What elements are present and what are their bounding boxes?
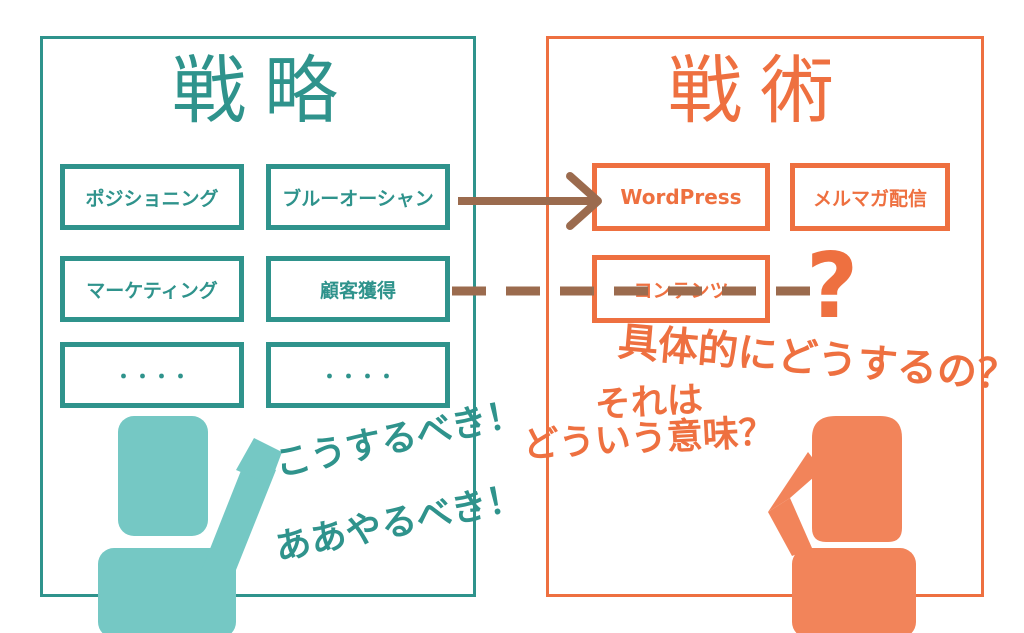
- strategist-figure-icon: [98, 416, 282, 633]
- box-blue-ocean: ブルーオーシャン: [266, 164, 450, 230]
- box-positioning: ポジショニング: [60, 164, 244, 230]
- strategy-title: 戦略: [172, 48, 356, 134]
- arrow-head-icon: [566, 172, 602, 230]
- tactician-figure-icon: [768, 416, 916, 633]
- tactics-panel: [546, 36, 984, 597]
- box-newsletter: メルマガ配信: [790, 163, 950, 231]
- box-ellipsis-2: ・・・・: [266, 342, 450, 408]
- strategy-panel: [40, 36, 476, 597]
- box-customer-acquisition: 顧客獲得: [266, 256, 450, 322]
- question-mark: ?: [806, 234, 859, 339]
- box-ellipsis-1: ・・・・: [60, 342, 244, 408]
- box-wordpress: WordPress: [592, 163, 770, 231]
- tactics-title: 戦術: [668, 48, 852, 134]
- box-marketing: マーケティング: [60, 256, 244, 322]
